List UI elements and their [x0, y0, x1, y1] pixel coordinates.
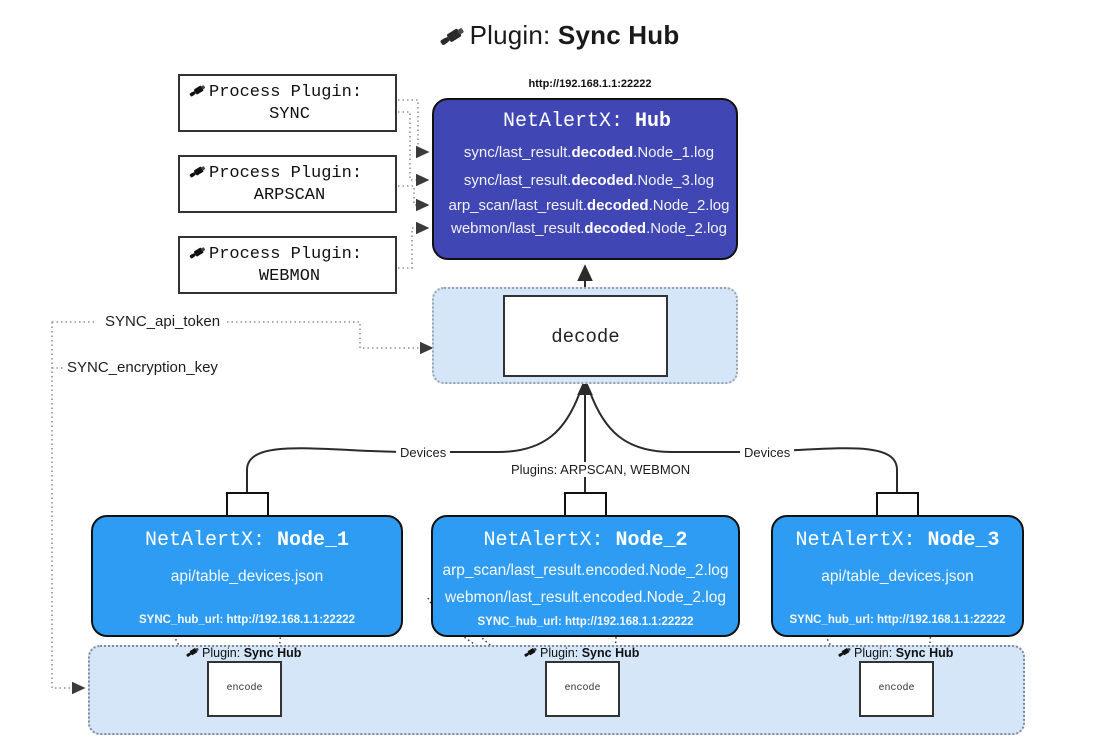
node-2-title-prefix: NetAlertX:	[483, 529, 604, 552]
process-plugin-arpscan-line1: Process Plugin:	[188, 163, 362, 186]
node-3-line-1: api/table_devices.json	[821, 568, 974, 585]
edge-sync-plugin-to-hub	[398, 99, 430, 159]
edge-label-plugins-center: Plugins: ARPSCAN, WEBMON	[507, 462, 695, 477]
node-2-line-2: webmon/last_result.encoded.Node_2.log	[445, 589, 726, 606]
title-strong: Sync Hub	[557, 20, 680, 50]
node-3-footer: SYNC_hub_url: http://192.168.1.1:22222	[789, 614, 1006, 626]
encoder-1-caption-strong: Sync Hub	[243, 646, 302, 660]
node-box-2[interactable]: NetAlertX: Node_2 arp_scan/last_result.e…	[431, 515, 740, 637]
node-1-footer: SYNC_hub_url: http://192.168.1.1:22222	[138, 614, 356, 626]
edge-node1-to-decode	[246, 391, 581, 492]
node-2-footer: SYNC_hub_url: http://192.168.1.1:22222	[477, 616, 694, 628]
encode-3-label: encode	[878, 683, 915, 694]
hub-title-prefix: NetAlertX:	[502, 110, 623, 133]
node-2-line-1: arp_scan/last_result.encoded.Node_2.log	[442, 562, 729, 579]
hub-url-label: http://192.168.1.1:22222	[528, 78, 652, 90]
edge-sync-encryption-key	[51, 322, 86, 695]
hub-log-line-3: arp_scan/last_result.decoded.Node_2.log	[442, 197, 736, 214]
node-box-3[interactable]: NetAlertX: Node_3 api/table_devices.json…	[771, 515, 1024, 637]
node-1-title: NetAlertX: Node_1	[93, 529, 401, 552]
process-plugin-webmon-label: Process Plugin:	[209, 245, 363, 264]
plug-icon	[438, 22, 468, 56]
label-sync-api-token: SYNC_api_token	[101, 313, 225, 330]
process-plugin-sync[interactable]: Process Plugin: SYNC	[178, 74, 397, 132]
page-title: Plugin: Sync Hub	[0, 18, 1117, 56]
plug-icon	[188, 163, 208, 186]
hub-log-line-4: webmon/last_result.decoded.Node_2.log	[442, 220, 736, 237]
hub-log-1-post: .Node_1.log	[633, 144, 715, 161]
hub-title: NetAlertX: Hub	[434, 110, 740, 133]
hub-log-3-strong: decoded	[586, 197, 649, 214]
hub-log-1-strong: decoded	[571, 144, 634, 161]
hub-log-4-pre: webmon/last_result.	[451, 220, 585, 237]
edge-arpscan-plugin-to-hub	[398, 185, 430, 212]
encoder-2-caption: Plugin: Sync Hub	[523, 645, 639, 662]
process-plugin-sync-name: SYNC	[269, 105, 310, 124]
decode-box[interactable]: decode	[503, 295, 668, 377]
edge-webmon-plugin-to-hub	[398, 221, 430, 269]
hub-log-3-post: .Node_2.log	[648, 197, 730, 214]
node-3-title-name: Node_3	[927, 529, 1000, 552]
process-plugin-sync-line1: Process Plugin:	[188, 82, 362, 105]
encoder-3-caption-strong: Sync Hub	[895, 646, 954, 660]
hub-box[interactable]: NetAlertX: Hub sync/last_result.decoded.…	[432, 98, 738, 260]
process-plugin-webmon-line1: Process Plugin:	[188, 244, 362, 267]
hub-log-2-pre: sync/last_result.	[463, 172, 572, 189]
edge-node3-to-decode	[589, 391, 898, 492]
plug-icon	[185, 645, 201, 662]
hub-log-4-post: .Node_2.log	[646, 220, 727, 237]
node-3-title: NetAlertX: Node_3	[773, 529, 1022, 552]
encoder-1-caption: Plugin: Sync Hub	[185, 645, 301, 662]
edge-label-devices-left: Devices	[396, 445, 451, 460]
plug-icon	[837, 645, 853, 662]
process-plugin-arpscan-label: Process Plugin:	[209, 164, 363, 183]
label-sync-encryption-key: SYNC_encryption_key	[63, 359, 222, 376]
hub-log-1-pre: sync/last_result.	[463, 144, 572, 161]
hub-log-2-strong: decoded	[571, 172, 634, 189]
encode-1-label: encode	[226, 683, 263, 694]
node-1-line-1: api/table_devices.json	[170, 568, 324, 585]
encoder-1-caption-prefix: Plugin:	[202, 646, 241, 660]
plug-icon	[523, 645, 539, 662]
node-2-title-name: Node_2	[615, 529, 688, 552]
process-plugin-webmon-name: WEBMON	[258, 267, 321, 286]
plug-icon	[188, 244, 208, 267]
encoder-3-caption: Plugin: Sync Hub	[837, 645, 953, 662]
encoder-2-caption-strong: Sync Hub	[581, 646, 640, 660]
plug-icon	[188, 82, 208, 105]
process-plugin-arpscan-name: ARPSCAN	[253, 186, 326, 205]
node-2-title: NetAlertX: Node_2	[433, 529, 738, 552]
encode-box-3[interactable]: encode	[859, 661, 934, 717]
title-prefix: Plugin:	[469, 20, 551, 50]
encoder-3-caption-prefix: Plugin:	[854, 646, 893, 660]
hub-log-3-pre: arp_scan/last_result.	[448, 197, 587, 214]
node-3-title-prefix: NetAlertX:	[795, 529, 916, 552]
encode-2-label: encode	[564, 683, 601, 694]
decode-label: decode	[551, 326, 620, 348]
process-plugin-arpscan[interactable]: Process Plugin: ARPSCAN	[178, 155, 397, 213]
hub-log-2-post: .Node_3.log	[633, 172, 715, 189]
encode-box-1[interactable]: encode	[207, 661, 282, 717]
node-1-title-prefix: NetAlertX:	[144, 529, 265, 552]
hub-log-line-1: sync/last_result.decoded.Node_1.log	[442, 144, 736, 161]
edge-label-devices-right: Devices	[740, 445, 795, 460]
process-plugin-sync-label: Process Plugin:	[209, 83, 363, 102]
hub-log-4-strong: decoded	[584, 220, 647, 237]
encode-box-2[interactable]: encode	[545, 661, 620, 717]
process-plugin-webmon[interactable]: Process Plugin: WEBMON	[178, 236, 397, 294]
hub-title-name: Hub	[635, 110, 672, 133]
encoder-2-caption-prefix: Plugin:	[540, 646, 579, 660]
hub-log-line-2: sync/last_result.decoded.Node_3.log	[442, 172, 736, 189]
edge-sync-plugin-to-hub-2	[398, 111, 430, 187]
node-1-title-name: Node_1	[277, 529, 350, 552]
node-box-1[interactable]: NetAlertX: Node_1 api/table_devices.json…	[91, 515, 403, 637]
